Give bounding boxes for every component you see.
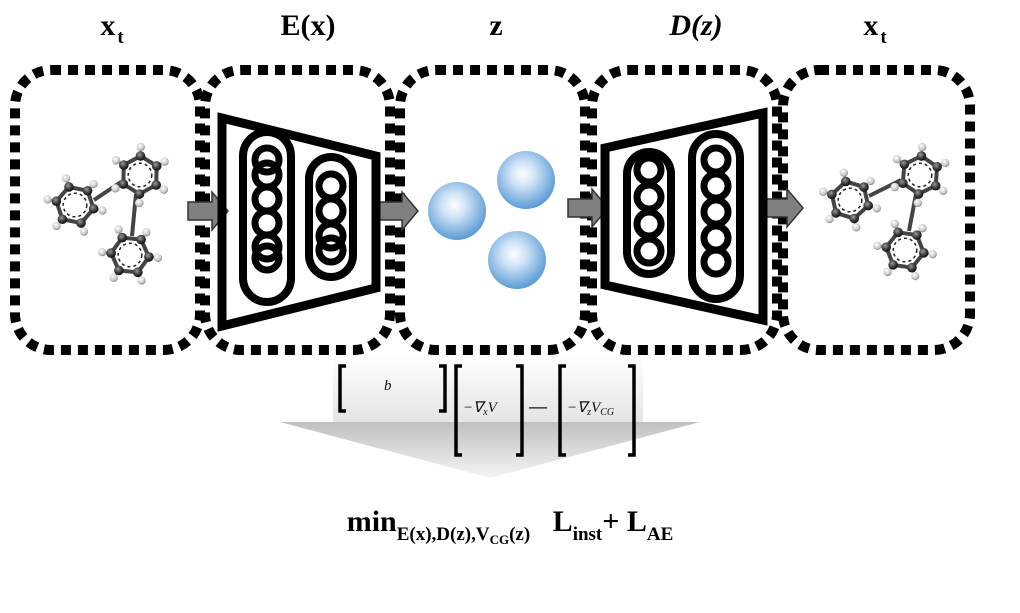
loss-formula: minE(x),D(z),VCG(z) Linst+ LAE: [346, 505, 674, 547]
matrix-brackets: [338, 364, 636, 457]
encoder-header: E(x): [280, 9, 336, 42]
output-box: [778, 65, 975, 355]
loss-funnel: [280, 355, 700, 478]
molecule-icon: [43, 142, 169, 285]
latent-header: z: [489, 9, 503, 42]
matrix-grad-x-label: −∇xV: [463, 400, 497, 418]
encoder-network-icon: [217, 112, 381, 332]
matrix-minus-sign: —: [529, 396, 547, 416]
matrix-b-label: b: [384, 378, 392, 394]
decoder-network-icon: [600, 107, 768, 326]
matrix-grad-z-label: −∇zVCG: [567, 400, 615, 418]
right-arrow-icon: [567, 186, 609, 230]
decoder-header: D(z): [669, 9, 723, 42]
input-box: [10, 65, 205, 355]
latent-box: [395, 65, 590, 355]
latent-spheres-icon: [428, 151, 555, 289]
right-arrow-icon: [377, 189, 419, 233]
molecule-icon: [819, 142, 950, 281]
